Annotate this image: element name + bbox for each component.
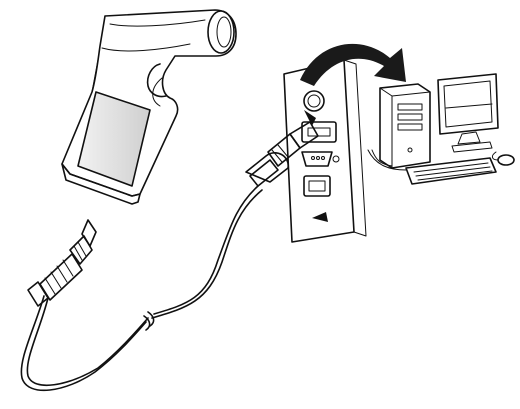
barcode-scanner bbox=[61, 9, 237, 205]
mouse bbox=[497, 154, 515, 166]
monitor bbox=[437, 73, 499, 135]
scanner-cable bbox=[20, 185, 263, 392]
ethernet-port bbox=[303, 175, 331, 197]
desktop-computer bbox=[367, 73, 515, 185]
usb-port bbox=[301, 121, 337, 143]
rj45-connector bbox=[27, 219, 97, 307]
curved-arrow bbox=[300, 43, 406, 86]
serial-port bbox=[301, 151, 333, 167]
keyboard bbox=[405, 157, 497, 185]
ps2-port bbox=[303, 90, 325, 112]
